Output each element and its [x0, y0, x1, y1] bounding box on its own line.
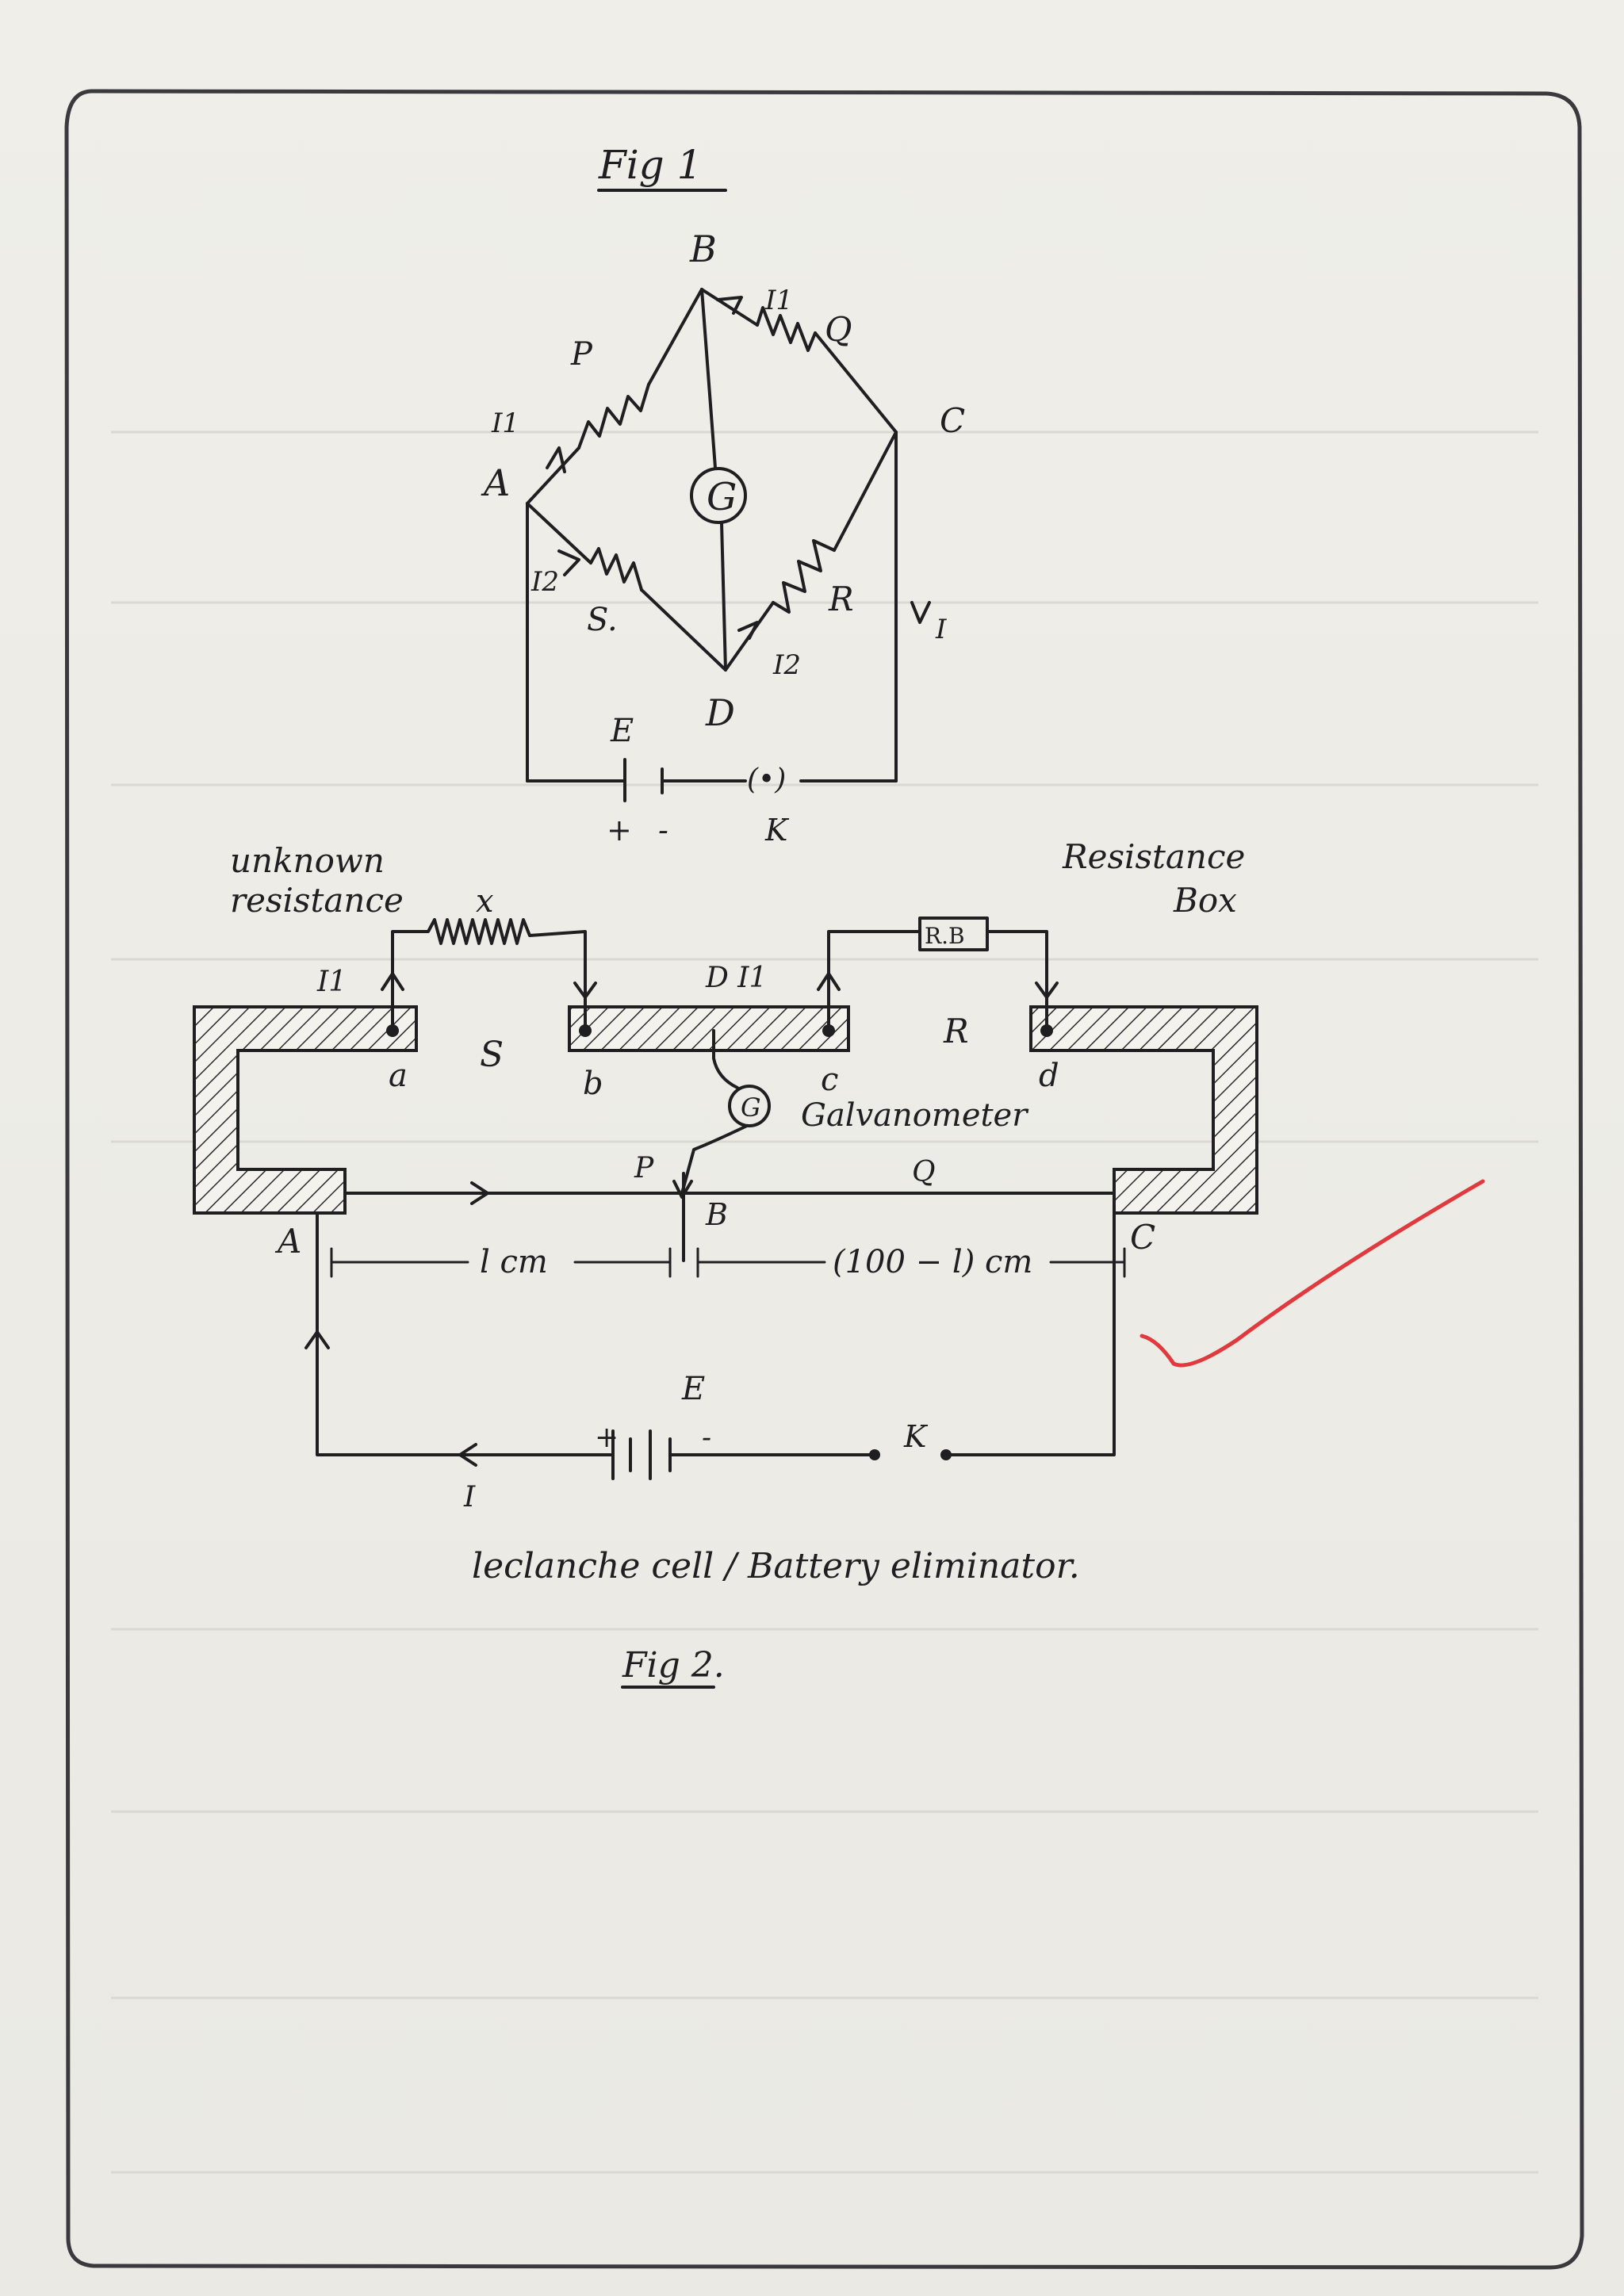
- gap-r-label: R: [943, 1012, 969, 1050]
- jockey-q-label: Q: [912, 1156, 936, 1188]
- resistance-box: [918, 916, 989, 951]
- length-left-label: l cm: [480, 1244, 548, 1280]
- arrow-i: [910, 601, 931, 624]
- fig2: unknown resistance x Resistance Box R.B …: [193, 837, 1258, 1689]
- resistance-box-line1: Resistance: [1062, 837, 1245, 876]
- arrow-i1-up-right: [817, 972, 841, 991]
- wire-q-to-c: [814, 331, 898, 434]
- galvanometer-fig1-letter: G: [707, 475, 737, 519]
- resistor-q: [756, 306, 817, 352]
- key-fig1-symbol: (•): [747, 763, 786, 796]
- battery-fig2-plus: +: [595, 1422, 619, 1454]
- wire-g-to-d: [720, 522, 727, 672]
- resistor-s: [589, 547, 643, 591]
- wire-a-to-p: [526, 446, 580, 505]
- length-right-label: (100 − l) cm: [833, 1244, 1032, 1280]
- resistor-q-label: Q: [825, 310, 852, 349]
- fig1: Fig 1 G B A: [481, 142, 965, 848]
- rb-label: R.B: [925, 923, 965, 949]
- arrow-i1-top: [716, 296, 743, 315]
- key-fig2-label: K: [903, 1419, 929, 1454]
- galvanometer-fig1: [690, 467, 747, 524]
- gap-s-label: S: [480, 1035, 504, 1075]
- cell-caption: leclanche cell / Battery eliminator.: [472, 1546, 1080, 1586]
- end-a-label: A: [274, 1222, 301, 1261]
- node-c-label: C: [940, 401, 965, 440]
- wire-r-to-c: [833, 430, 898, 552]
- wire-unknown-resistance: [391, 918, 587, 1032]
- arrow-i1-left: [546, 446, 566, 473]
- wire-battery-circuit: [316, 1211, 1116, 1456]
- check-mark: [1139, 1179, 1485, 1368]
- arrow-up-left: [304, 1330, 330, 1349]
- unknown-resistance-line2: resistance: [230, 881, 404, 920]
- jockey-wire: [680, 1124, 749, 1195]
- terminal-a-label: a: [389, 1058, 408, 1094]
- show-through-lines: [111, 430, 1538, 2174]
- arrow-i1-up: [381, 972, 404, 991]
- fig1-title: Fig 1: [598, 142, 702, 188]
- arrow-i2-right: [737, 621, 759, 640]
- terminal-c-label: c: [821, 1062, 838, 1098]
- node-d-label: D: [705, 691, 735, 734]
- galvanometer-fig2-letter: G: [741, 1093, 761, 1123]
- current-i2-right-label: I2: [772, 649, 801, 681]
- current-i2-left-label: I2: [530, 566, 559, 598]
- strip-left-l: [193, 1005, 418, 1215]
- wire-galvanometer: [712, 1029, 739, 1089]
- resistor-r: [772, 539, 836, 614]
- jockey-b-label: B: [705, 1197, 728, 1232]
- battery-fig1-minus: -: [658, 813, 668, 848]
- unknown-resistance-line1: unknown: [230, 841, 385, 880]
- wire-s-to-d: [640, 588, 727, 672]
- wire-a-to-s: [526, 502, 592, 564]
- terminal-b-label: b: [583, 1066, 603, 1102]
- resistor-s-label: S.: [587, 602, 618, 638]
- wire-b-to-g: [700, 288, 717, 469]
- resistor-p: [577, 383, 650, 450]
- fig2-title: Fig 2.: [622, 1645, 725, 1686]
- battery-fig2-label: E: [681, 1371, 705, 1407]
- arrow-bridge-left: [470, 1181, 489, 1205]
- battery-fig1-label: E: [610, 713, 634, 749]
- key-contact-left: [869, 1449, 880, 1460]
- node-b-label: B: [689, 228, 717, 270]
- current-i-label: I: [935, 614, 947, 645]
- wire-b-to-q: [700, 288, 759, 327]
- arrow-into-b: [573, 982, 597, 999]
- arrow-into-d: [1035, 982, 1059, 999]
- current-i1-left-fig2: I1: [316, 966, 347, 998]
- battery-fig2-minus: -: [702, 1422, 711, 1454]
- resistance-box-line2: Box: [1173, 881, 1237, 920]
- strip-right-l: [1029, 1005, 1258, 1215]
- terminal-d-label: d: [1039, 1058, 1059, 1094]
- jockey-p-label: P: [634, 1152, 654, 1184]
- wire-p-to-b: [647, 288, 703, 386]
- current-i1-top-label: I1: [764, 285, 793, 316]
- galvanometer-fig2: [728, 1085, 771, 1127]
- key-fig1-label: K: [764, 813, 790, 848]
- page-border: [64, 89, 1584, 2270]
- x-label: x: [476, 883, 494, 920]
- current-bottom-label: I: [463, 1481, 476, 1513]
- arrow-i2-left: [557, 549, 580, 576]
- current-d-i1-fig2: D I1: [705, 962, 767, 994]
- galvanometer-label: Galvanometer: [801, 1097, 1029, 1134]
- current-i1-left-label: I1: [491, 408, 519, 439]
- key-contact-right: [940, 1449, 952, 1460]
- resistor-r-label: R: [828, 580, 854, 618]
- strip-middle: [568, 1005, 850, 1052]
- node-a-label: A: [481, 461, 510, 504]
- arrow-bottom-i: [458, 1443, 477, 1467]
- end-c-label: C: [1130, 1218, 1155, 1257]
- resistor-p-label: P: [570, 336, 593, 373]
- battery-fig1-plus: +: [607, 813, 632, 848]
